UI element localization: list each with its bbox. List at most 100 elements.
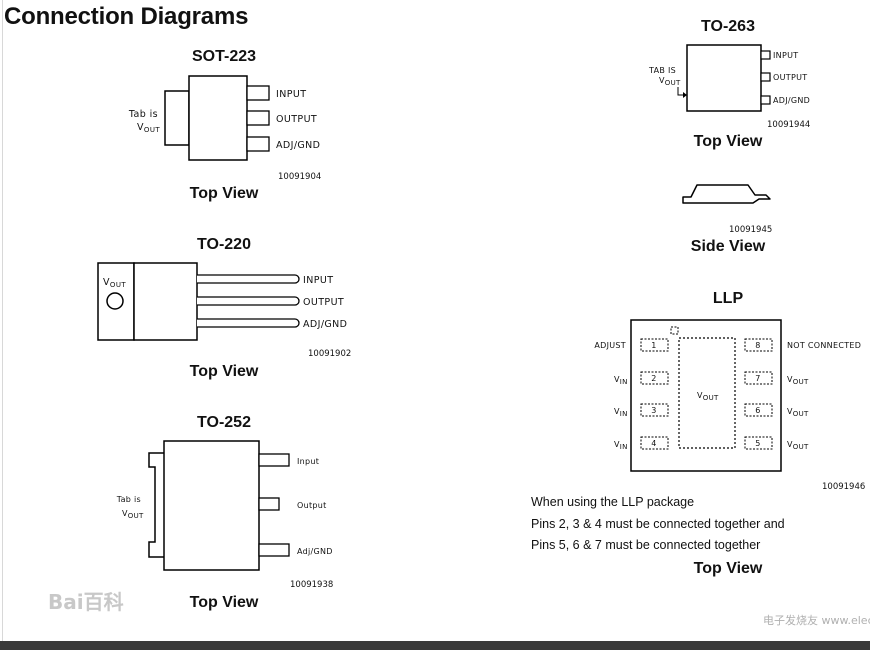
sot223-pin-3 xyxy=(246,136,270,152)
sot223-tab-label: Tab is xyxy=(128,109,158,120)
llp-pin-label-8: NOT CONNECTED xyxy=(787,341,861,350)
to263-body xyxy=(686,44,762,112)
to263-pin-label-3: ADJ/GND xyxy=(773,96,810,105)
to220-view-label: Top View xyxy=(190,363,259,380)
llp-pad-8 xyxy=(744,338,773,352)
watermark-right: 电子发烧友 www.elecfans.com xyxy=(763,613,870,627)
llp-pad-3 xyxy=(640,403,669,417)
to252-tab-label: Tab is xyxy=(116,495,141,504)
sot223-title: SOT-223 xyxy=(192,48,256,65)
bottom-bar xyxy=(0,641,870,650)
to220-pin-1 xyxy=(197,274,300,284)
sot223-pin-label-1: INPUT xyxy=(276,89,306,100)
to263-diagram: TO-263 INPUT OUTPUT ADJ/GND TAB IS VOUT … xyxy=(648,18,810,255)
sot223-body xyxy=(188,75,248,161)
to252-pin-label-3: Adj/GND xyxy=(297,547,333,556)
to252-pin-3 xyxy=(258,543,290,557)
llp-pad-num-8: 8 xyxy=(755,341,760,350)
llp-diagram: LLP VOUT 1 2 3 4 8 7 6 5 ADJUST VIN VIN … xyxy=(531,290,865,577)
to263-pin-label-2: OUTPUT xyxy=(773,73,807,82)
to252-pin-2 xyxy=(258,497,280,511)
llp-pin-label-2: VIN xyxy=(614,375,628,386)
llp-pin-label-1: ADJUST xyxy=(594,341,626,350)
sot223-pin-label-3: ADJ/GND xyxy=(276,140,320,151)
to263-tab-label: TAB IS xyxy=(648,66,676,75)
llp-pad-num-3: 3 xyxy=(651,406,656,415)
to252-body xyxy=(163,440,260,571)
to263-top-view-label: Top View xyxy=(694,133,763,150)
to263-tab-arrow xyxy=(677,87,684,96)
llp-pad-4 xyxy=(640,436,669,450)
to252-title: TO-252 xyxy=(197,414,251,431)
sot223-diagram: SOT-223 INPUT OUTPUT ADJ/GND Tab is VOUT… xyxy=(128,48,321,202)
llp-pad-num-7: 7 xyxy=(755,374,760,383)
llp-pad-6 xyxy=(744,403,773,417)
llp-pad-7 xyxy=(744,371,773,385)
to252-pin-label-1: Input xyxy=(297,457,319,466)
sot223-code: 10091904 xyxy=(278,172,321,182)
to263-side-profile xyxy=(682,184,771,204)
llp-title: LLP xyxy=(713,290,744,307)
llp-pad-2 xyxy=(640,371,669,385)
to252-pin-label-2: Output xyxy=(297,501,327,510)
to263-arrowhead xyxy=(683,92,687,98)
to220-pin-3 xyxy=(197,318,300,328)
sot223-pin-label-2: OUTPUT xyxy=(276,114,317,125)
llp-pad-num-1: 1 xyxy=(651,341,656,350)
llp-pad-num-5: 5 xyxy=(755,439,760,448)
sot223-view-label: Top View xyxy=(190,185,259,202)
to252-code: 10091938 xyxy=(290,580,333,590)
to220-pin-2 xyxy=(197,296,300,306)
to263-side-view-label: Side View xyxy=(691,238,766,255)
to220-body xyxy=(133,262,198,341)
sot223-pin-2 xyxy=(246,110,270,126)
llp-pin-label-3: VIN xyxy=(614,407,628,418)
to263-tab-vout: VOUT xyxy=(659,76,681,87)
to252-tab-vout: VOUT xyxy=(122,509,144,520)
to263-pin-1 xyxy=(760,50,771,60)
to263-pin-label-1: INPUT xyxy=(773,51,798,60)
left-border xyxy=(2,0,3,650)
to252-view-label: Top View xyxy=(190,594,259,611)
llp-pad-num-4: 4 xyxy=(651,439,656,448)
to263-code-side: 10091945 xyxy=(729,225,772,235)
to263-code-top: 10091944 xyxy=(767,120,810,130)
sot223-tab xyxy=(164,90,190,146)
llp-pin-label-4: VIN xyxy=(614,440,628,451)
page-title: Connection Diagrams xyxy=(4,3,249,30)
to252-tab xyxy=(148,452,164,558)
to220-pin-label-2: OUTPUT xyxy=(303,297,344,308)
llp-exposed-pad xyxy=(678,337,736,449)
llp-view-label: Top View xyxy=(694,560,763,577)
to263-pin-3 xyxy=(760,95,771,105)
llp-note-2: Pins 2, 3 & 4 must be connected together… xyxy=(531,517,785,531)
llp-pin-label-7: VOUT xyxy=(787,375,809,386)
to252-pin-1 xyxy=(258,453,290,467)
to252-diagram: TO-252 Input Output Adj/GND Tab is VOUT … xyxy=(116,414,334,611)
sot223-tab-vout: VOUT xyxy=(137,122,160,134)
to220-title: TO-220 xyxy=(197,236,251,253)
llp-pad-5 xyxy=(744,436,773,450)
llp-code: 10091946 xyxy=(822,482,865,492)
watermark-left: Bai百科 xyxy=(48,590,124,614)
to220-pin-label-3: ADJ/GND xyxy=(303,319,347,330)
llp-pad-num-6: 6 xyxy=(755,406,760,415)
llp-pin1-marker xyxy=(670,326,679,335)
llp-note-1: When using the LLP package xyxy=(531,495,694,509)
to220-mounting-hole xyxy=(106,292,124,310)
sot223-pin-1 xyxy=(246,85,270,101)
to263-title: TO-263 xyxy=(701,18,755,35)
llp-center-label: VOUT xyxy=(697,391,719,402)
llp-pad-1 xyxy=(640,338,669,352)
llp-pin-label-6: VOUT xyxy=(787,407,809,418)
llp-note-3: Pins 5, 6 & 7 must be connected together xyxy=(531,538,760,552)
to220-vout-label: VOUT xyxy=(103,277,126,289)
to263-pin-2 xyxy=(760,72,771,82)
llp-pin-label-5: VOUT xyxy=(787,440,809,451)
to220-code: 10091902 xyxy=(308,349,351,359)
to220-pin-label-1: INPUT xyxy=(303,275,333,286)
llp-body xyxy=(630,319,782,472)
llp-pad-num-2: 2 xyxy=(651,374,656,383)
to220-diagram: TO-220 VOUT INPUT OUTPUT ADJ/GND 1009190… xyxy=(97,236,351,380)
